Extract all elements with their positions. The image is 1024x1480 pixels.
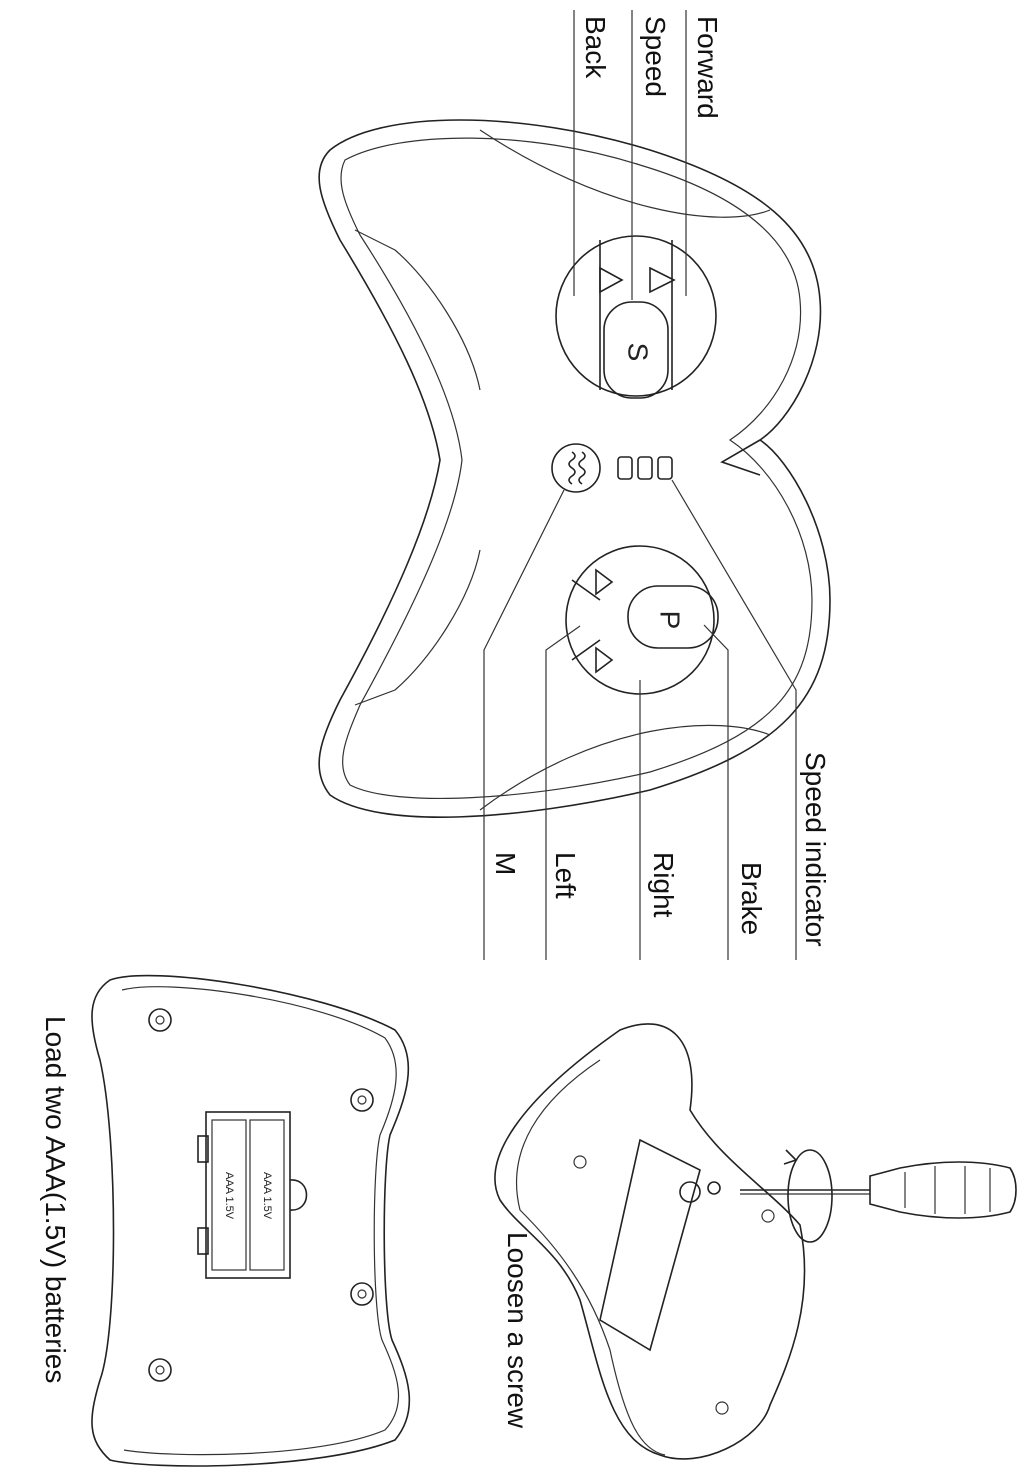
controller-body-outline — [318, 119, 831, 818]
rotation-arrow-head — [783, 1149, 798, 1165]
brake-button[interactable] — [627, 585, 719, 649]
steering-cluster-divider-left — [571, 579, 601, 601]
leader-m — [483, 489, 565, 960]
wave-icon-2 — [578, 451, 586, 485]
m-button[interactable] — [551, 443, 601, 493]
speed-indicator — [617, 456, 673, 480]
label-forward: Forward — [692, 16, 723, 119]
controller-back-angled — [494, 1023, 806, 1460]
screwdriver-icon — [740, 1149, 1017, 1243]
back-button-arrow[interactable] — [599, 266, 624, 294]
battery-cell-label: AAA 1.5V — [261, 1172, 273, 1220]
battery-compartment-latch — [289, 1179, 308, 1211]
controller-back-flat-inner — [121, 986, 400, 1456]
wave-icon — [568, 451, 576, 485]
controller-rim-accent-bottom — [479, 724, 771, 811]
controller-front-view: S P — [318, 10, 831, 960]
screw-head — [707, 1181, 721, 1195]
controller-grip-line-right — [354, 549, 481, 706]
controller-notch — [720, 439, 761, 476]
instruction-load: Load two AAA(1.5V) batteries — [40, 1016, 71, 1383]
screw-hole — [350, 1282, 374, 1306]
screw-hole-inner — [357, 1289, 367, 1299]
label-back: Back — [580, 16, 611, 79]
battery-compartment-tab — [197, 1135, 209, 1163]
battery-cover-outline — [599, 1138, 701, 1352]
battery-cell — [211, 1119, 247, 1271]
controller-grip-line-left — [354, 229, 481, 391]
screwdriver-handle — [869, 1161, 1017, 1219]
speed-led-2 — [637, 456, 653, 480]
steering-cluster-ring — [565, 545, 715, 695]
screw-hole — [148, 1008, 172, 1032]
m-button-ring — [551, 443, 601, 493]
rotation-arrow-icon — [787, 1149, 833, 1243]
label-brake: Brake — [736, 862, 767, 935]
screw-hole-inner — [357, 1095, 367, 1105]
label-right: Right — [648, 852, 679, 918]
screw-hole — [350, 1088, 374, 1112]
speed-cluster-ring — [555, 235, 717, 397]
screw-hole — [148, 1358, 172, 1382]
loosen-screw-illustration: Loosen a screw — [494, 1023, 1017, 1460]
battery-cell — [249, 1119, 285, 1271]
screw-hole-inner — [155, 1365, 165, 1375]
leader-speed-indicator — [671, 479, 797, 960]
label-left: Left — [550, 852, 581, 899]
screw-hole-inner — [155, 1015, 165, 1025]
steering-button-cluster: P — [565, 545, 719, 695]
speed-led-3 — [657, 456, 673, 480]
forward-button-arrow[interactable] — [649, 266, 676, 294]
label-speed-indicator: Speed indicator — [800, 752, 831, 947]
controller-rim-accent-top — [479, 129, 771, 218]
screw-boss — [679, 1181, 701, 1203]
battery-cell-label: AAA 1.5V — [223, 1172, 235, 1220]
right-button-arrow[interactable] — [595, 646, 614, 674]
leader-left — [545, 625, 581, 960]
speed-led-1 — [617, 456, 633, 480]
controller-back-edge — [515, 1059, 666, 1456]
battery-compartment — [205, 1111, 291, 1279]
battery-loading-illustration: AAA 1.5V AAA 1.5V Load two AAA(1.5V) bat… — [40, 974, 411, 1467]
speed-button[interactable] — [603, 301, 669, 399]
speed-button-letter: S — [623, 343, 654, 362]
left-button-arrow[interactable] — [595, 568, 614, 596]
leader-brake — [703, 624, 729, 960]
screw-hole — [761, 1209, 775, 1223]
screw-hole — [573, 1155, 587, 1169]
label-speed: Speed — [640, 16, 671, 97]
speed-button-cluster: S — [555, 235, 717, 399]
steering-cluster-divider-right — [571, 639, 601, 661]
screw-hole — [715, 1401, 729, 1415]
instruction-loosen: Loosen a screw — [502, 1232, 533, 1429]
label-m: M — [490, 852, 521, 875]
brake-button-letter: P — [655, 611, 686, 630]
battery-compartment-tab — [197, 1227, 209, 1255]
controller-back-flat — [91, 974, 411, 1467]
